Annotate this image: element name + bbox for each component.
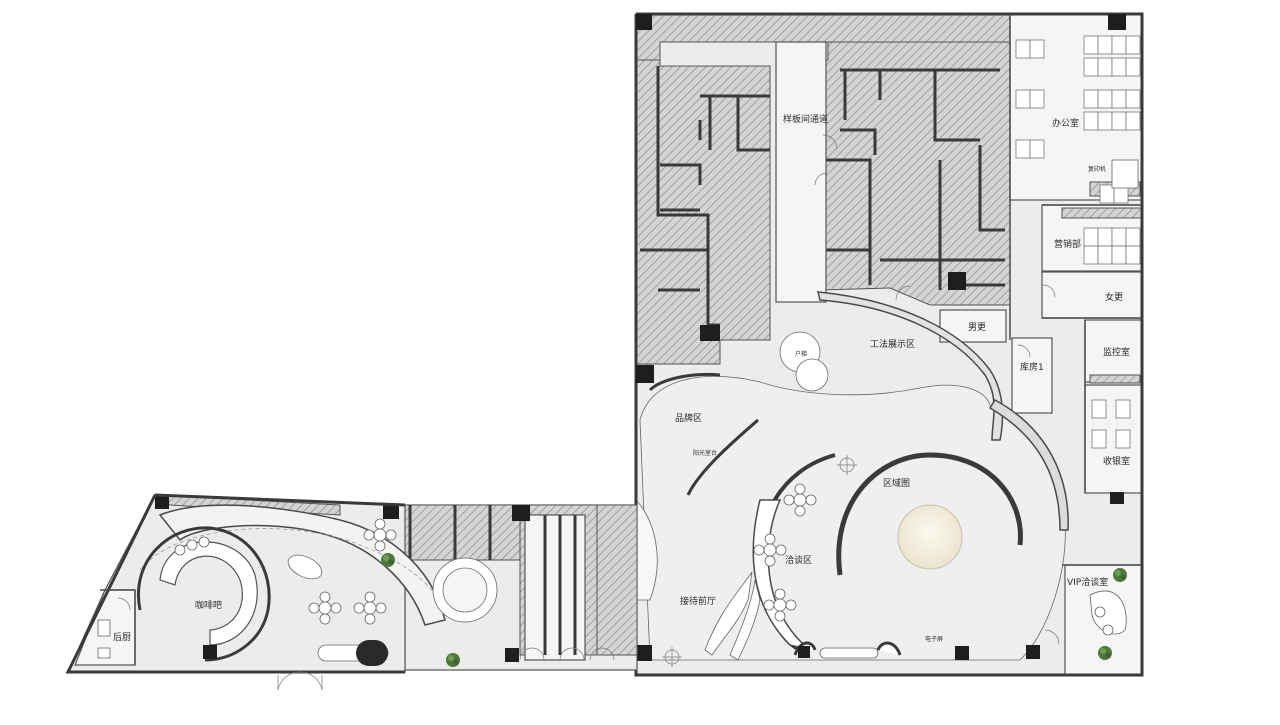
label-monitor: 监控室 — [1103, 346, 1130, 358]
label-sunlight: 阳光室台 — [693, 449, 717, 457]
label-sample-corridor: 样板间通道 — [783, 113, 828, 125]
potted-plant-icon — [1113, 568, 1127, 582]
label-area-map: 区域图 — [883, 477, 910, 489]
label-brand: 品牌区 — [675, 412, 702, 424]
potted-plant-icon — [1098, 646, 1112, 660]
label-men-locker: 男更 — [968, 322, 986, 333]
label-reception: 接待前厅 — [680, 595, 716, 607]
label-cashier: 收银室 — [1103, 455, 1130, 467]
label-copier: 复印机 — [1088, 165, 1106, 173]
main-building — [634, 12, 1144, 677]
cafe-block — [65, 493, 498, 691]
potted-plant-icon — [446, 653, 460, 667]
label-process-display: 工法展示区 — [870, 338, 915, 350]
label-women-locker: 女更 — [1105, 291, 1123, 303]
label-storage: 库房1 — [1020, 361, 1044, 373]
label-vip: VIP洽谈室 — [1067, 576, 1108, 588]
label-screen: 电子屏 — [925, 635, 943, 643]
label-marketing: 营销部 — [1054, 238, 1081, 250]
label-cafe: 咖啡吧 — [195, 599, 222, 611]
label-office: 办公室 — [1052, 117, 1079, 129]
room-labels: 样板间通道 办公室 复印机 营销部 女更 男更 工法展示区 户梯 库房1 监控室… — [113, 113, 1130, 643]
label-stair: 户梯 — [795, 350, 807, 358]
label-negotiation: 洽谈区 — [785, 554, 812, 566]
structural-column-icon — [636, 14, 1126, 661]
label-kitchen: 后厨 — [113, 632, 131, 643]
potted-plant-icon — [381, 553, 395, 567]
